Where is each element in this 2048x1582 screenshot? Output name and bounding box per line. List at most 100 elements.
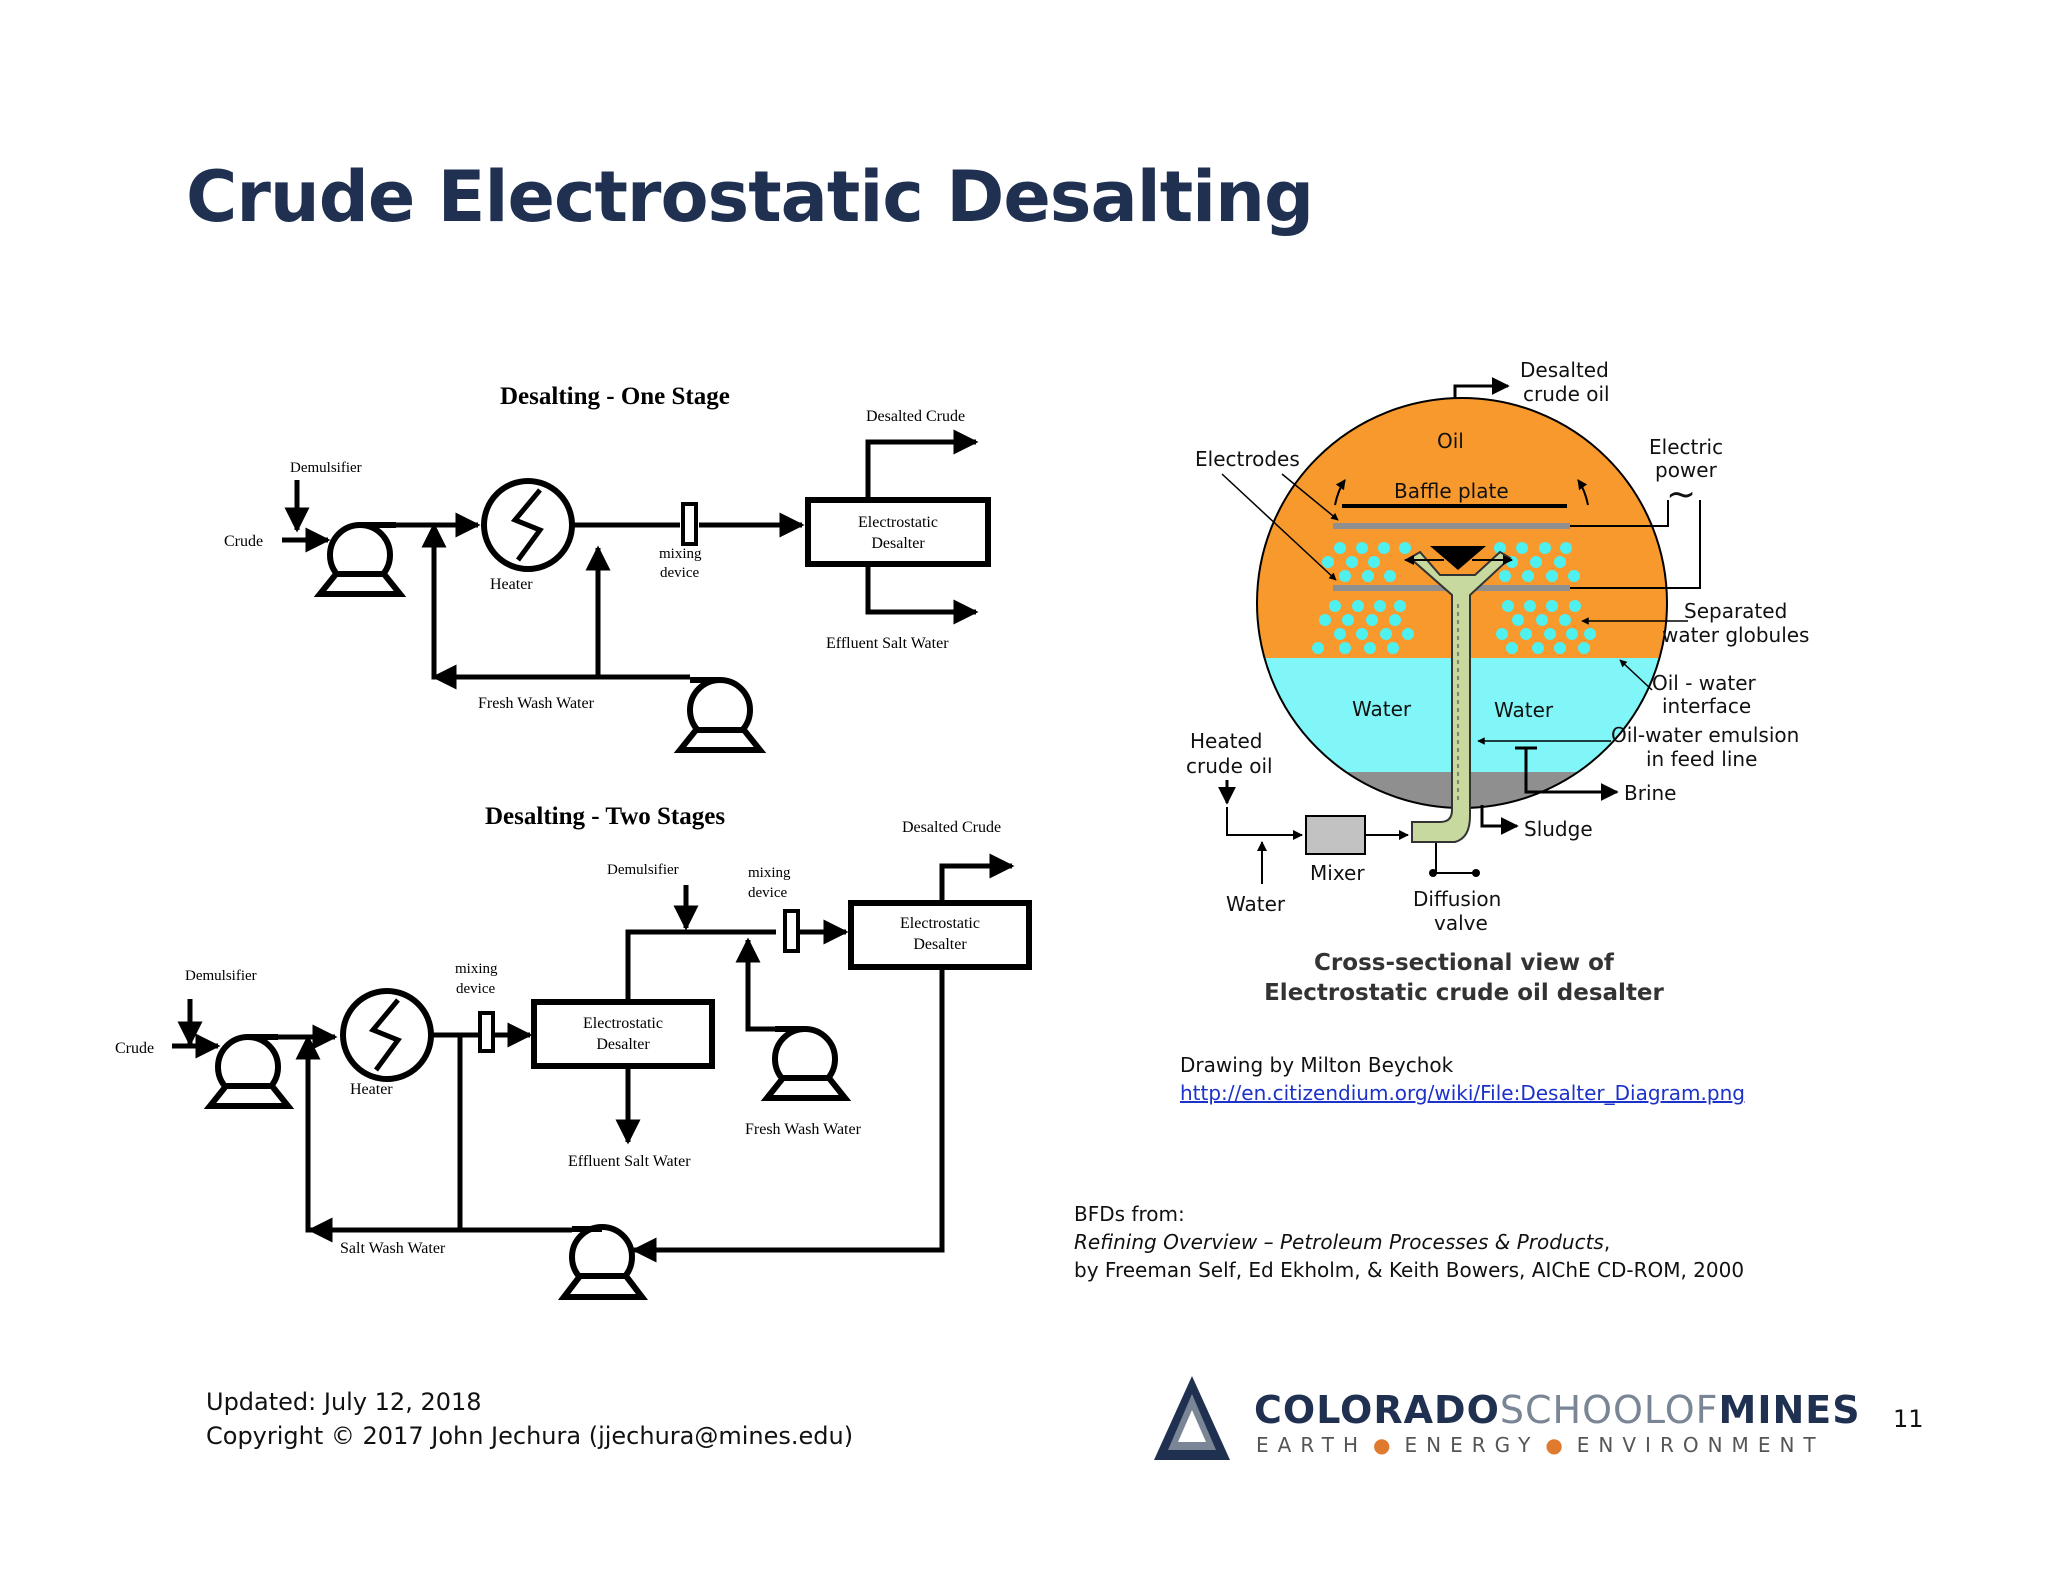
water-globule [1494, 542, 1506, 554]
logo-tagline: EARTH●ENERGY●ENVIRONMENT [1256, 1433, 1825, 1457]
one-stage-desalter-box [805, 497, 991, 567]
water-left-label: Water [1352, 697, 1412, 721]
two-stage-desalter-b-box [848, 900, 1032, 970]
two-stage-salt-wash-pump-icon [557, 1224, 649, 1300]
drawing-credit: Drawing by Milton Beychok [1180, 1053, 1454, 1077]
logo-tag-environment: ENVIRONMENT [1576, 1433, 1825, 1457]
water-globule [1559, 614, 1571, 626]
two-stage-fresh-wash-line [735, 937, 780, 1032]
water-globule [1334, 628, 1346, 640]
water-globule [1568, 570, 1580, 582]
two-stage-desalter-a-label-1: Electrostatic [583, 1015, 663, 1032]
source-link[interactable]: http://en.citizendium.org/wiki/File:Desa… [1180, 1081, 1745, 1105]
two-stage-heater-icon [340, 988, 434, 1082]
water-globule [1520, 628, 1532, 640]
interface-label-1: Oil - water [1652, 671, 1757, 695]
water-in-label: Water [1226, 892, 1286, 916]
water-right-label: Water [1494, 698, 1554, 722]
water-globule [1312, 642, 1324, 654]
mixer-label: Mixer [1310, 861, 1365, 885]
book-authors: by Freeman Self, Ed Ekholm, & Keith Bowe… [1074, 1258, 1745, 1282]
two-stage-mixing-a-label-1: mixing [455, 961, 498, 977]
mixer-box [1305, 815, 1366, 855]
one-stage-diagram: Desalting - One Stage Demulsifier Crude … [224, 383, 991, 753]
two-stage-mixing-b-label-2: device [748, 885, 787, 901]
two-stage-salt-wash-label: Salt Wash Water [340, 1240, 446, 1257]
logo-dot-1: ● [1373, 1433, 1391, 1457]
water-globule [1402, 628, 1414, 640]
electrodes-label: Electrodes [1195, 447, 1300, 471]
water-globule [1536, 614, 1548, 626]
electric-label-1: Electric [1649, 435, 1723, 459]
two-stage-demulsifier-a-label: Demulsifier [185, 968, 257, 984]
one-stage-desalted-crude-label: Desalted Crude [866, 408, 965, 425]
two-stage-effluent-label: Effluent Salt Water [568, 1153, 691, 1170]
water-globule [1554, 556, 1566, 568]
two-stage-desalter-b-label-2: Desalter [913, 936, 967, 953]
two-stage-heater-label: Heater [350, 1081, 393, 1098]
two-stage-desalted-arrow [939, 853, 1015, 903]
two-stage-desalter-a-label-2: Desalter [596, 1036, 650, 1053]
one-stage-desalter-label-1: Electrostatic [858, 514, 938, 531]
oil-label: Oil [1437, 429, 1464, 453]
water-globule [1546, 570, 1558, 582]
flow-arrow-left [1334, 479, 1346, 506]
water-globule [1319, 614, 1331, 626]
water-globule [1394, 600, 1406, 612]
water-globule [1380, 628, 1392, 640]
brine-label: Brine [1624, 781, 1676, 805]
sludge-arrow [1480, 805, 1519, 835]
water-globules [1312, 542, 1596, 654]
one-stage-desalter-label-2: Desalter [871, 535, 925, 552]
one-stage-mixing-label-2: device [660, 565, 699, 581]
water-globule [1329, 600, 1341, 612]
interface-pointer [1619, 659, 1653, 691]
electrodes-pointer-top [1281, 473, 1339, 521]
one-stage-heater-label: Heater [490, 576, 533, 593]
distributor-cap [1430, 546, 1486, 570]
one-stage-effluent-arrow [865, 564, 979, 625]
two-stage-demulsifier-b-label: Demulsifier [607, 862, 679, 878]
water-globule [1346, 556, 1358, 568]
water-globule [1356, 542, 1368, 554]
mines-logo-icon [1154, 1376, 1230, 1460]
water-globule [1506, 642, 1518, 654]
one-stage-wash-pump-icon [673, 677, 767, 753]
water-globule [1544, 628, 1556, 640]
cross-section-diagram: Baffle plate Oil Water Water Desalted cr… [1186, 358, 1809, 1006]
water-globule [1334, 542, 1346, 554]
brine-arrow [1524, 748, 1619, 801]
water-globule [1524, 600, 1536, 612]
page-title: Crude Electrostatic Desalting [186, 156, 1314, 238]
water-globule [1384, 570, 1396, 582]
heated-label-2: crude oil [1186, 754, 1273, 778]
two-stage-desalted-crude-label: Desalted Crude [902, 819, 1001, 836]
water-globule [1362, 570, 1374, 582]
water-globule [1502, 600, 1514, 612]
one-stage-pump-icon [313, 522, 407, 597]
water-globule [1554, 642, 1566, 654]
water-globule [1339, 642, 1351, 654]
water-globule [1578, 642, 1590, 654]
one-stage-mixing-device-icon [681, 502, 698, 546]
two-stage-title: Desalting - Two Stages [485, 803, 725, 830]
power-wire-bottom [1570, 500, 1701, 589]
logo-tag-earth: EARTH [1256, 1433, 1368, 1457]
two-stage-desalter-a-box [531, 999, 715, 1069]
water-globule [1569, 600, 1581, 612]
one-stage-desalted-arrow [865, 429, 979, 500]
one-stage-fresh-wash-label: Fresh Wash Water [478, 695, 595, 712]
water-globule [1560, 542, 1572, 554]
water-globule [1342, 614, 1354, 626]
water-globule [1499, 570, 1511, 582]
desalted-label-1: Desalted [1520, 358, 1609, 382]
logo-tag-energy: ENERGY [1404, 1433, 1540, 1457]
emulsion-label-1: Oil-water emulsion [1611, 723, 1799, 747]
water-globule [1522, 570, 1534, 582]
water-globule [1364, 642, 1376, 654]
logo-wordmark: COLORADOSCHOOLOFMINES [1254, 1388, 1861, 1432]
one-stage-crude-label: Crude [224, 533, 263, 550]
water-globule [1356, 628, 1368, 640]
electrodes-pointer-bottom [1221, 473, 1337, 581]
water-globule [1339, 570, 1351, 582]
